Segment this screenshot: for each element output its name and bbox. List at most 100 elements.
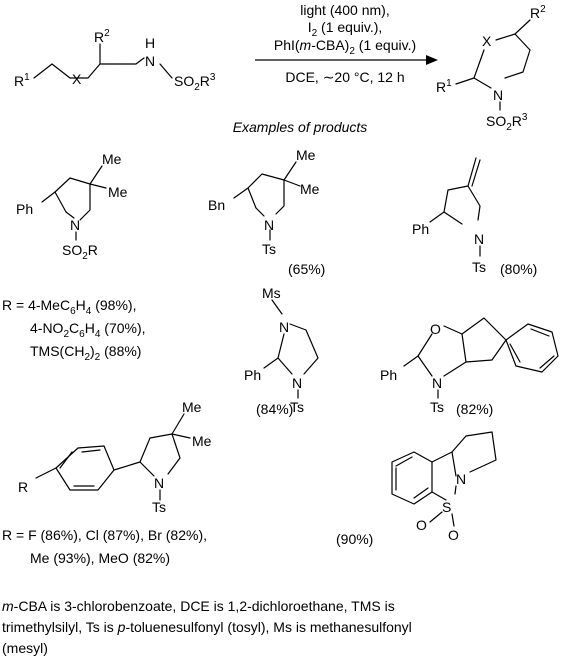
yield-label: (90%) [336, 531, 373, 547]
ts-label: Ts [472, 259, 486, 275]
ring-bonds [417, 333, 433, 377]
x-atom: X [72, 71, 82, 87]
reactant-bonds [33, 63, 119, 79]
yield-label: (65%) [288, 261, 325, 277]
ph-bond [41, 191, 56, 203]
methylene-bond-2 [471, 159, 481, 187]
ph-label: Ph [380, 367, 397, 383]
me-bond-2 [283, 179, 301, 187]
pyrrolidine-n-bond [139, 461, 155, 477]
aryl-double [59, 451, 73, 469]
product-x-atom: X [482, 33, 492, 49]
r-list-2-line-1: R = F (86%), Cl (87%), Br (82%), [2, 527, 207, 543]
product-sultam: N S O O (90%) [336, 431, 497, 547]
benzo-ring [505, 323, 559, 373]
ph-label: Ph [412, 221, 429, 237]
reactant-structure: R1 X R2 N H SO2R3 [14, 28, 216, 93]
me-label: Me [108, 184, 128, 200]
n-atom: N [456, 471, 466, 487]
ph-label: Ph [244, 367, 261, 383]
h-atom: H [145, 35, 155, 51]
r-list-1-line-2: 4-NO2C6H4 (70%), [30, 320, 146, 340]
product-r2-bond [514, 19, 531, 35]
product-dimethyl-so2r: Me Me Ph N SO2R [16, 151, 128, 262]
me-bond-2 [89, 183, 107, 189]
product-indeno-oxazolidine: O Ph N Ts (82%) [380, 317, 559, 417]
product-so2r3-label: SO2R3 [486, 112, 528, 133]
benzo-ring [391, 451, 433, 505]
footnote: m-CBA is 3-chlorobenzoate, DCE is 1,2-di… [2, 596, 562, 659]
reaction-scheme: R1 X R2 N H SO2R3 light (400 nm), I2 (1 … [2, 2, 559, 566]
product-r2-label: R2 [530, 4, 546, 21]
condition-iodine: I2 (1 equiv.), [308, 19, 383, 39]
ring-bonds [247, 173, 285, 215]
condition-phi: PhI(m-CBA)2 (1 equiv.) [274, 37, 416, 57]
me-label: Me [102, 151, 122, 167]
footnote-line-1: m-CBA is 3-chlorobenzoate, DCE is 1,2-di… [2, 596, 562, 617]
product-methylene-ts: Ph N Ts (80%) [412, 157, 537, 277]
so2r-label: SO2R [62, 242, 98, 262]
footnote-text: -toluenesulfonyl (tosyl), Ms is methanes… [125, 619, 412, 635]
ring-n-bond [65, 211, 75, 219]
ring-bonds [54, 177, 91, 221]
five-ring-bonds [461, 317, 507, 363]
benzo-double [509, 343, 521, 363]
me-bond-1 [283, 161, 297, 181]
r-list-2-line-2: Me (93%), MeO (82%) [30, 550, 170, 566]
ph-bond [403, 355, 419, 367]
ts-label: Ts [290, 399, 304, 415]
aryl-ring [55, 445, 115, 491]
pyrrolidine-bonds [451, 431, 497, 473]
sultam-bonds [431, 451, 457, 477]
n-atom: N [279, 319, 289, 335]
n-atom: N [264, 217, 274, 233]
so-bond-1 [429, 511, 443, 523]
footnote-line-2: trimethylsilyl, Ts is p-toluenesulfonyl … [2, 617, 562, 638]
reactant-n-bond [117, 57, 145, 65]
product-bn-ts: Me Me Bn N Ts (65%) [208, 147, 325, 277]
footnote-text: -CBA is 3-chlorobenzoate, DCE is 1,2-dic… [13, 598, 395, 614]
product-n-atom: N [493, 87, 503, 103]
product-left-bonds [473, 49, 492, 89]
reaction-arrow-group: light (400 nm), I2 (1 equiv.), PhI(m-CBA… [255, 2, 438, 85]
ts-label: Ts [430, 399, 444, 415]
ts-label: Ts [152, 499, 166, 515]
benzo-double [413, 487, 429, 499]
me-label: Me [300, 181, 320, 197]
s-atom: S [442, 499, 451, 515]
footnote-italic: p [117, 619, 126, 635]
ph-bond [263, 357, 279, 369]
r-list-1-line-3: TMS(CH2)2 (88%) [30, 343, 141, 363]
ms-label: Ms [262, 285, 281, 301]
n-atom: N [474, 231, 484, 247]
n-atom: N [432, 375, 442, 391]
yield-label: (82%) [456, 401, 493, 417]
condition-light: light (400 nm), [300, 2, 389, 18]
benzo-double [539, 355, 555, 369]
product-aryl-dimethyl: Me Me R N Ts [18, 399, 212, 515]
n-atom: N [145, 53, 155, 69]
product-r1-label: R1 [436, 78, 452, 95]
product-r1-bond [455, 77, 475, 85]
section-title: Examples of products [233, 119, 368, 135]
ring-bonds [443, 325, 467, 377]
footnote-text: (mesyl) [2, 640, 48, 656]
footnote-text: trimethylsilyl, Ts is [2, 619, 118, 635]
o-atom: O [430, 321, 441, 337]
n-atom: N [292, 375, 302, 391]
me-bond-2 [171, 433, 191, 439]
me-bond-1 [89, 165, 103, 185]
r-list-1-line-1: R = 4-MeC6H4 (98%), [2, 297, 136, 317]
r1-label: R1 [14, 72, 30, 89]
me-label: Me [296, 147, 316, 163]
benzo-double [395, 456, 413, 467]
me-label: Me [192, 433, 212, 449]
benzo-double [530, 328, 550, 337]
reactant-s-bond [159, 63, 173, 79]
yield-label: (84%) [256, 401, 293, 417]
ph-bond [429, 211, 445, 223]
o-atom: O [416, 517, 427, 533]
product-right-bonds [504, 49, 531, 79]
ring-bonds [277, 333, 293, 375]
ring-bonds [289, 323, 319, 375]
